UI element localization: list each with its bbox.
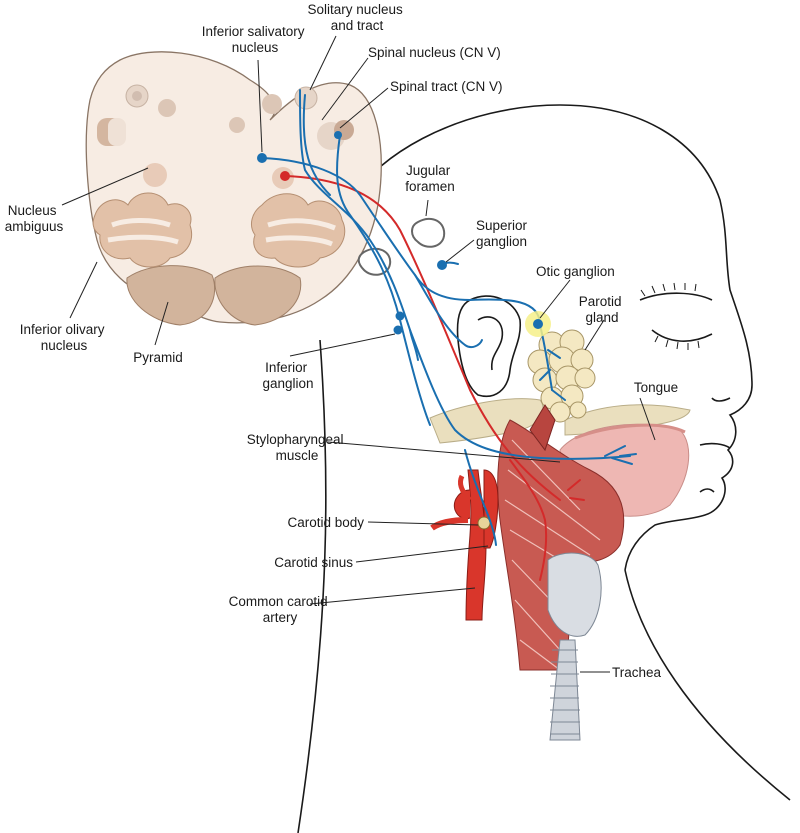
- glossopharyngeal-nerve: [257, 89, 637, 581]
- label-trachea: Trachea: [612, 665, 662, 680]
- parotid-gland: [527, 329, 596, 423]
- label-inferior-salivatory-nucleus: Inferior salivatory nucleus: [202, 24, 309, 55]
- trachea: [547, 552, 602, 741]
- label-common-carotid-artery: Common carotid artery: [229, 594, 332, 625]
- label-pyramid: Pyramid: [133, 350, 183, 365]
- label-inferior-olivary-nucleus: Inferior olivary nucleus: [20, 322, 109, 353]
- label-stylopharyngeal-muscle: Stylopharyngeal muscle: [247, 432, 348, 463]
- label-tongue: Tongue: [634, 380, 678, 395]
- label-jugular-foramen: Jugular foramen: [405, 163, 455, 194]
- label-carotid-body: Carotid body: [287, 515, 364, 530]
- head-outline: [297, 104, 791, 833]
- label-carotid-sinus: Carotid sinus: [274, 555, 353, 570]
- label-superior-ganglion: Superior ganglion: [476, 218, 531, 249]
- labels: Solitary nucleus and tract Inferior sali…: [5, 2, 678, 680]
- label-spinal-tract: Spinal tract (CN V): [390, 79, 503, 94]
- carotid-artery: [430, 469, 499, 621]
- label-otic-ganglion: Otic ganglion: [536, 264, 615, 279]
- label-nucleus-ambiguus: Nucleus ambiguus: [5, 203, 64, 234]
- label-parotid-gland: Parotid gland: [579, 294, 626, 325]
- jugular-foramen: [357, 217, 446, 276]
- label-inferior-ganglion: Inferior ganglion: [262, 360, 313, 391]
- label-spinal-nucleus: Spinal nucleus (CN V): [368, 45, 501, 60]
- leader-lines: [61, 35, 656, 673]
- medulla-section: [85, 51, 382, 326]
- label-solitary-nucleus: Solitary nucleus and tract: [307, 2, 406, 33]
